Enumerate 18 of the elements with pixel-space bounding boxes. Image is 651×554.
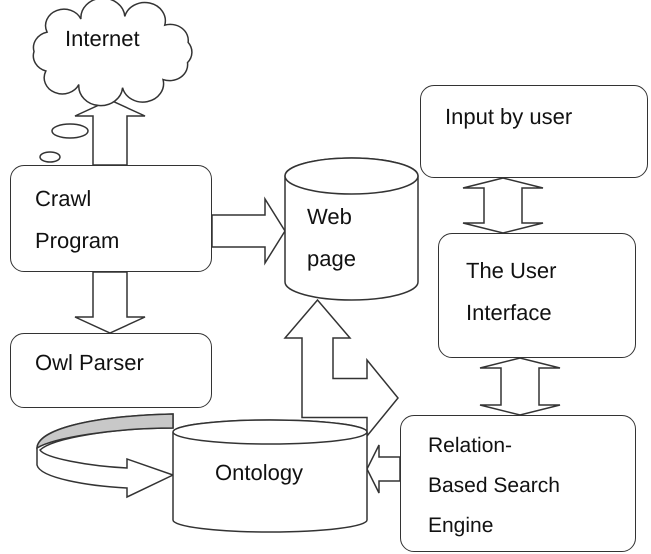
double-block-arrow xyxy=(479,357,561,416)
process-box xyxy=(438,233,636,358)
block-arrow xyxy=(366,444,401,494)
process-box xyxy=(420,85,648,178)
process-box xyxy=(10,165,212,272)
block-arrow xyxy=(74,271,146,334)
node-label: The User Interface xyxy=(466,257,558,327)
node-label: Internet xyxy=(65,25,141,53)
process-box xyxy=(400,415,636,552)
block-arrow xyxy=(211,196,286,266)
block-arrow xyxy=(74,99,146,166)
node-label: Input by user xyxy=(445,103,574,131)
node-label: Relation-Based Search Engine xyxy=(428,433,561,539)
node-label: Crawl Program xyxy=(35,185,120,255)
process-box xyxy=(10,333,212,408)
node-label: Owl Parser xyxy=(35,349,145,377)
double-block-arrow xyxy=(283,298,399,438)
double-block-arrow xyxy=(462,177,544,234)
